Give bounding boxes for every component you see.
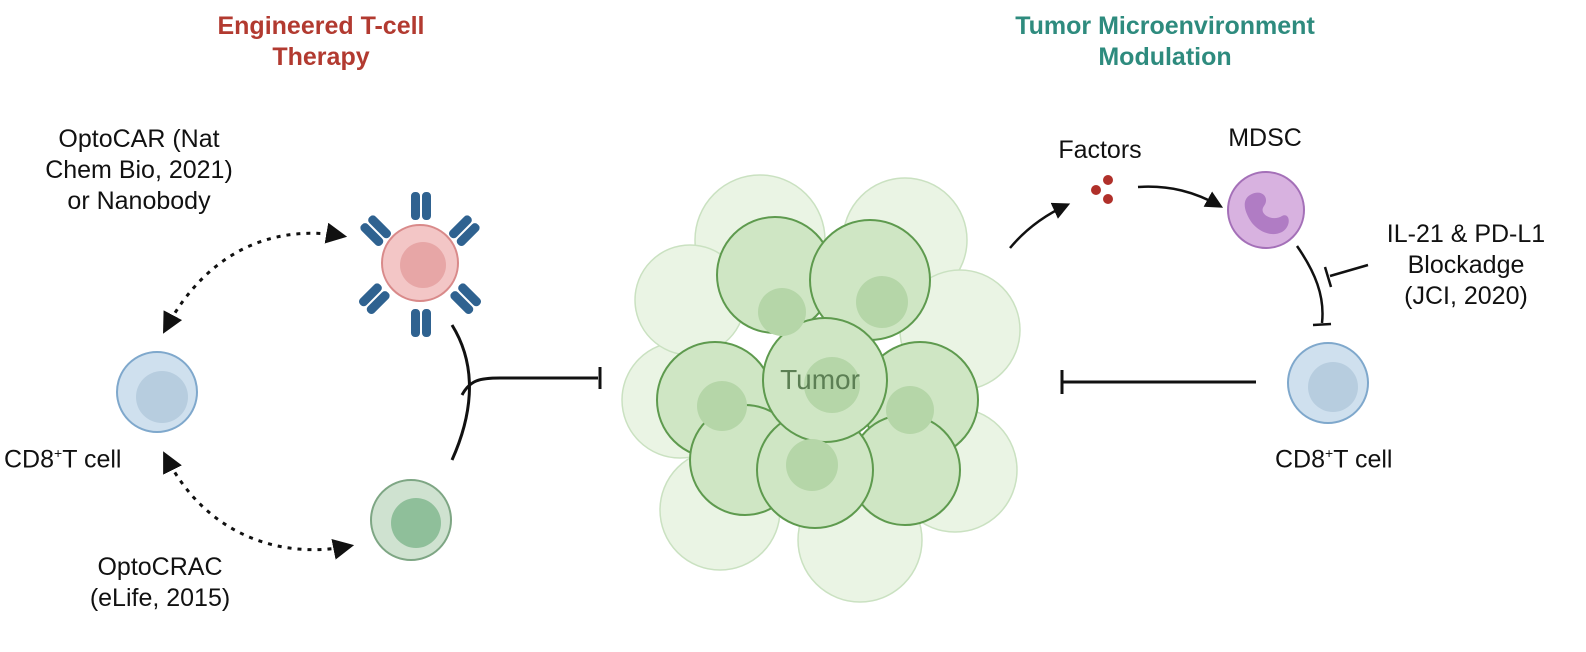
cd8-right-suffix: T cell	[1333, 445, 1393, 474]
optocrac-arrow	[163, 451, 355, 560]
cd8-left-prefix: CD8	[4, 445, 55, 474]
right-header: Tumor Microenvironment Modulation	[1015, 12, 1315, 71]
tumor-mass-icon	[621, 174, 1021, 603]
mdsc-cell-icon	[1227, 171, 1305, 249]
t-cell-icon	[116, 351, 198, 433]
left-header: Engineered T-cell Therapy	[217, 12, 425, 71]
engineered-t-cell-icon	[370, 479, 452, 561]
mdsc-label: MDSC	[1228, 124, 1302, 152]
inhibit-tumor-line	[460, 376, 598, 396]
il21-inhibit-bar	[1323, 266, 1333, 288]
optocar-arrow	[163, 222, 348, 334]
optocrac-label: OptoCRAC (eLife, 2015)	[89, 553, 231, 612]
factors-to-mdsc-arrow	[1137, 185, 1224, 208]
factor-particles-icon	[1091, 175, 1113, 204]
car-t-cell-icon	[358, 192, 482, 337]
cd8-left-suffix: T cell	[62, 445, 122, 474]
mdsc-to-cd8-inhibit-line	[1295, 245, 1324, 324]
il21-inhibit-line	[1329, 263, 1369, 278]
cd8-right-sup: +	[1325, 445, 1334, 461]
cd8-right-label: CD8+T cell	[1275, 438, 1425, 475]
tumor-to-factors-arrow	[1009, 202, 1071, 249]
optocar-label: OptoCAR (Nat Chem Bio, 2021) or Nanobody	[45, 125, 233, 215]
car-to-tumor-line	[450, 324, 471, 461]
t-cell-icon-right	[1287, 342, 1369, 424]
cd8-left-label: CD8+T cell	[4, 438, 154, 475]
mdsc-inhibit-bar	[1312, 322, 1332, 327]
il21-label: IL-21 & PD-L1 Blockadge (JCI, 2020)	[1386, 220, 1546, 310]
cd8-left-sup: +	[54, 445, 63, 461]
tumor-label: Tumor	[780, 364, 860, 395]
factors-label: Factors	[1058, 136, 1142, 164]
cd8-right-prefix: CD8	[1275, 445, 1326, 474]
